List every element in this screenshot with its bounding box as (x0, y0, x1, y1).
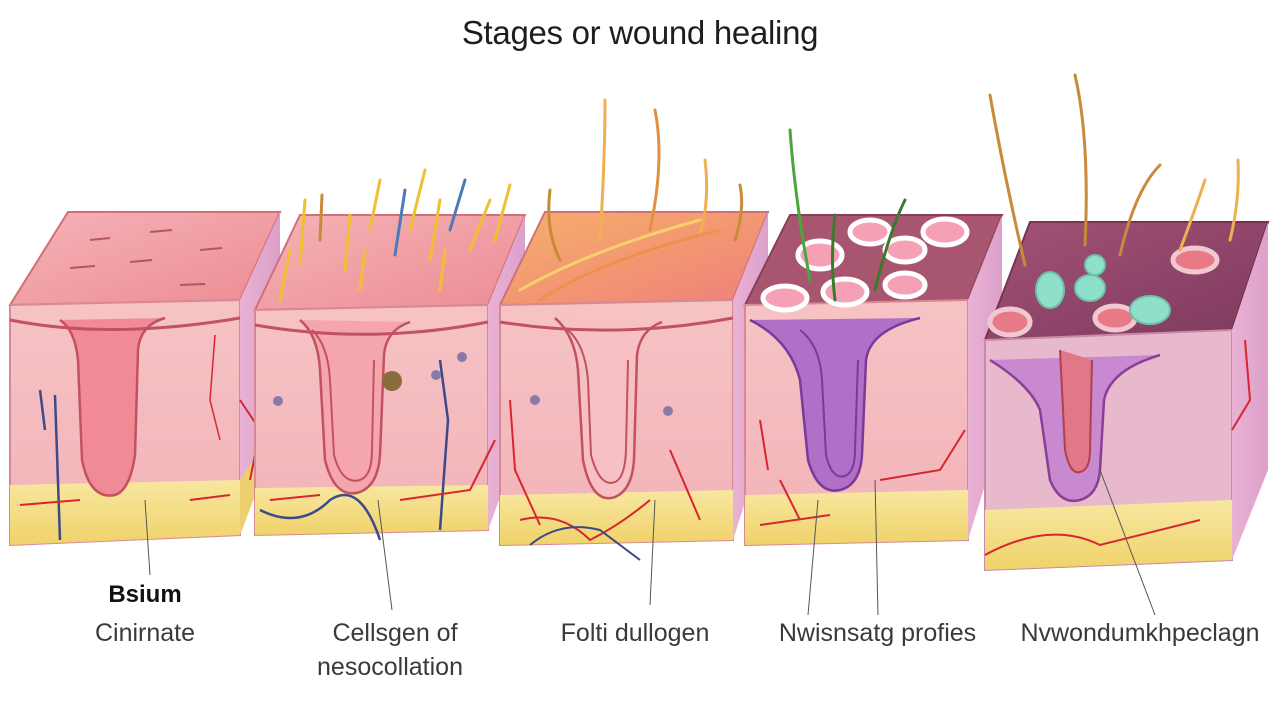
stage-1-label: Cinirnate (94, 619, 196, 647)
stage-3-label: Folti dullogen (560, 619, 710, 647)
stage-2-skin-block (253, 168, 527, 611)
stage-5-skin-block (983, 73, 1270, 616)
stage-4-skin-block (743, 128, 1004, 616)
diagram-title: Stages or wound healing (461, 14, 819, 51)
stage-4-label: Nwisnsatg profies (778, 619, 977, 647)
stage-5-label: Nvwondumkhpeclagn (1020, 619, 1260, 647)
stage-1-skin-block (8, 211, 282, 576)
stage-1-heading: Bsium (108, 581, 182, 608)
stage-2-label-line1: Cellsgen of (332, 619, 458, 647)
stage-2-label-line2: nesocollation (317, 653, 463, 681)
stage-3-skin-block (498, 98, 770, 606)
